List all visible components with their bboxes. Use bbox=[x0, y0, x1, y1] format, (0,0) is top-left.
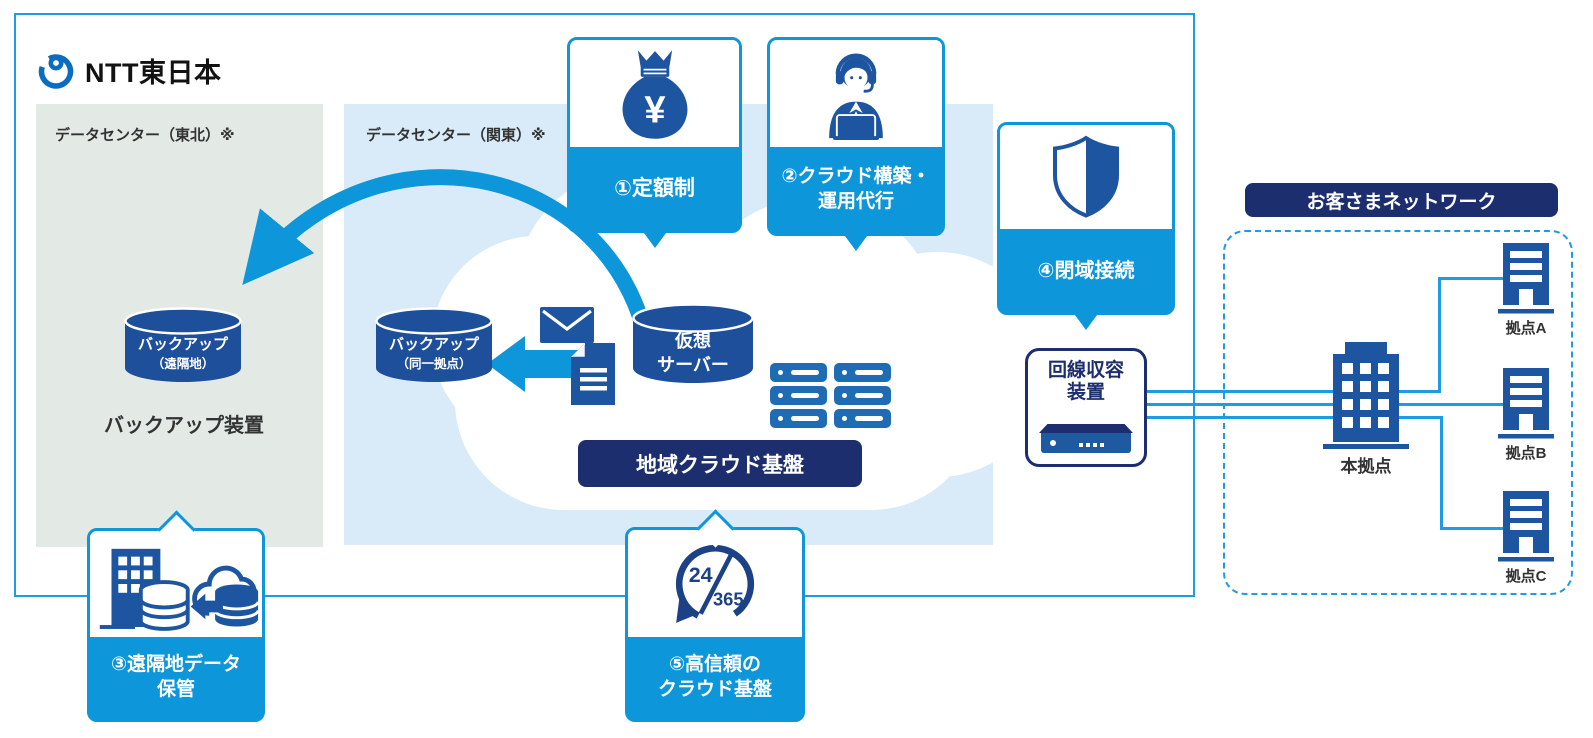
line-accommodation-device-box: 回線収容 装置 bbox=[1025, 348, 1147, 467]
callout-flat-rate-label: ①定額制 bbox=[614, 176, 695, 200]
backup-local-line2: （同一拠点） bbox=[396, 356, 472, 371]
callout-closed-connection: ④閉域接続 bbox=[997, 122, 1175, 330]
virtual-server-line1: 仮想 bbox=[675, 330, 711, 351]
callout-pointer bbox=[842, 232, 870, 251]
line-device-line2: 装置 bbox=[1066, 381, 1105, 403]
site-main-label: 本拠点 bbox=[1340, 457, 1392, 476]
callout-reliable-cloud: 24 365 ⑤高信頼の クラウド基盤 bbox=[625, 509, 805, 722]
callout-cloud-operation-line2: 運用代行 bbox=[817, 191, 894, 212]
datacenter-kanto-label: データセンター（関東）※ bbox=[366, 127, 546, 144]
site-a-label: 拠点A bbox=[1505, 320, 1547, 337]
operator-icon bbox=[829, 53, 883, 140]
site-b-label: 拠点B bbox=[1505, 445, 1547, 462]
callout-pointer bbox=[1072, 311, 1100, 330]
24-365-icon: 24 365 bbox=[675, 544, 755, 623]
customer-network-boundary bbox=[1223, 230, 1573, 595]
backup-remote-line2: （遠隔地） bbox=[151, 356, 215, 371]
shield-icon bbox=[1053, 135, 1119, 218]
server-unit-icon bbox=[770, 409, 827, 428]
connection-line bbox=[1440, 416, 1443, 530]
branch-building-icon bbox=[1498, 368, 1554, 439]
backup-remote-database: バックアップ （遠隔地） bbox=[124, 307, 242, 395]
network-device-icon bbox=[1041, 433, 1131, 453]
customer-network-title: お客さまネットワーク bbox=[1245, 183, 1558, 217]
backup-local-database: バックアップ （同一拠点） bbox=[375, 307, 493, 395]
virtual-server-database: 仮想 サーバー bbox=[632, 303, 754, 397]
yen-symbol: ¥ bbox=[644, 89, 666, 131]
line-device-line1: 回線収容 bbox=[1047, 360, 1124, 381]
database-cylinder-icon bbox=[632, 303, 754, 383]
connection-line bbox=[1440, 527, 1504, 530]
callout-flat-rate: ¥ ①定額制 bbox=[567, 37, 742, 248]
callout-remote-storage-line1: ③遠隔地データ bbox=[110, 654, 242, 676]
logo-text: NTT東日本 bbox=[85, 57, 222, 88]
badge-365: 365 bbox=[713, 588, 744, 609]
server-unit-icon bbox=[770, 386, 827, 405]
backup-device-caption: バックアップ装置 bbox=[104, 415, 264, 437]
server-unit-icon bbox=[834, 386, 891, 405]
regional-cloud-platform-label: 地域クラウド基盤 bbox=[578, 440, 862, 487]
service-frame bbox=[14, 13, 1195, 597]
document-icon bbox=[571, 343, 615, 405]
offsite-backup-icon bbox=[99, 548, 260, 631]
ntt-dynamic-loop-icon bbox=[38, 54, 74, 89]
callout-closed-connection-label: ④閉域接続 bbox=[1037, 259, 1135, 282]
site-main: 本拠点 bbox=[1320, 342, 1412, 477]
server-rack-icons bbox=[770, 363, 891, 428]
virtual-server-line2: サーバー bbox=[657, 355, 729, 375]
callout-cloud-operation-line1: ②クラウド構築・ bbox=[781, 166, 931, 188]
database-cylinder-icon bbox=[124, 307, 242, 382]
callout-remote-data-storage: ③遠隔地データ 保管 bbox=[87, 510, 265, 722]
datacenter-tohoku-label: データセンター（東北）※ bbox=[55, 127, 235, 144]
callout-pointer bbox=[640, 229, 669, 248]
badge-24: 24 bbox=[689, 562, 713, 586]
backup-local-line1: バックアップ bbox=[388, 336, 479, 354]
headquarters-building-icon bbox=[1323, 342, 1409, 449]
money-bag-icon: ¥ bbox=[622, 49, 687, 139]
connection-line bbox=[1438, 277, 1441, 393]
network-device-icon bbox=[1039, 424, 1133, 433]
connection-line bbox=[1147, 403, 1504, 406]
site-c: 拠点C bbox=[1496, 491, 1556, 586]
branch-building-icon bbox=[1498, 491, 1554, 562]
connection-line bbox=[1438, 277, 1504, 280]
connection-line bbox=[1147, 390, 1440, 393]
site-c-label: 拠点C bbox=[1505, 568, 1547, 585]
callout-cloud-operation: ②クラウド構築・ 運用代行 bbox=[767, 37, 945, 251]
branch-building-icon bbox=[1498, 243, 1554, 314]
server-unit-icon bbox=[834, 363, 891, 382]
callout-remote-storage-line2: 保管 bbox=[156, 679, 195, 700]
connection-line bbox=[1147, 416, 1443, 419]
server-unit-icon bbox=[834, 409, 891, 428]
ntt-east-logo: NTT東日本 bbox=[36, 50, 221, 90]
local-database-icon bbox=[138, 580, 190, 631]
callout-reliable-cloud-line1: ⑤高信頼の bbox=[668, 654, 762, 676]
server-unit-icon bbox=[770, 363, 827, 382]
callout-reliable-cloud-line2: クラウド基盤 bbox=[657, 679, 772, 700]
mail-icon bbox=[540, 307, 594, 343]
site-a: 拠点A bbox=[1496, 243, 1556, 338]
backup-remote-line1: バックアップ bbox=[137, 336, 228, 354]
site-b: 拠点B bbox=[1496, 368, 1556, 463]
